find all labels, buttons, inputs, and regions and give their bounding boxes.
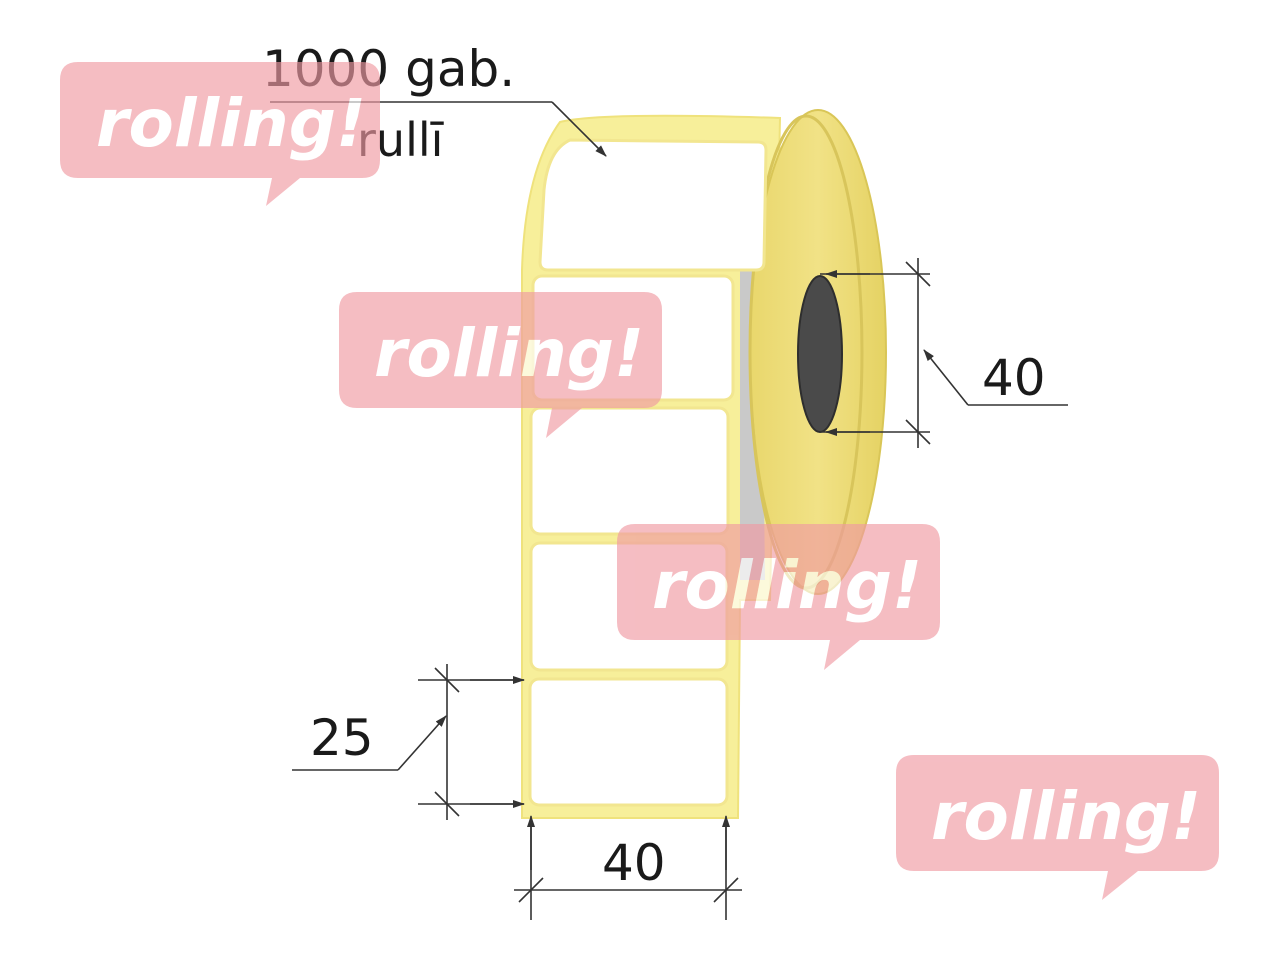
watermark-text-3: rolling! [652,547,922,624]
watermark-2: rolling! [339,292,662,438]
watermark-4: rolling! [896,755,1219,900]
watermark-text-2: rolling! [374,315,644,392]
label-height-value: 25 [310,709,374,767]
watermark-3: rolling! [617,524,940,670]
core-diameter-value: 40 [982,349,1046,407]
watermark-text-1: rolling! [96,85,366,162]
label-roll [521,109,887,819]
core-hole [797,275,843,433]
label-height-dimension [292,664,525,820]
label-3 [529,406,730,536]
label-1 [538,138,768,272]
watermark-text-4: rolling! [931,778,1201,855]
label-5 [528,677,729,807]
label-width-dimension [514,815,742,920]
label-width-value: 40 [602,834,666,892]
core-diameter-dimension [820,258,1068,448]
watermark-1: rolling! [60,62,380,206]
